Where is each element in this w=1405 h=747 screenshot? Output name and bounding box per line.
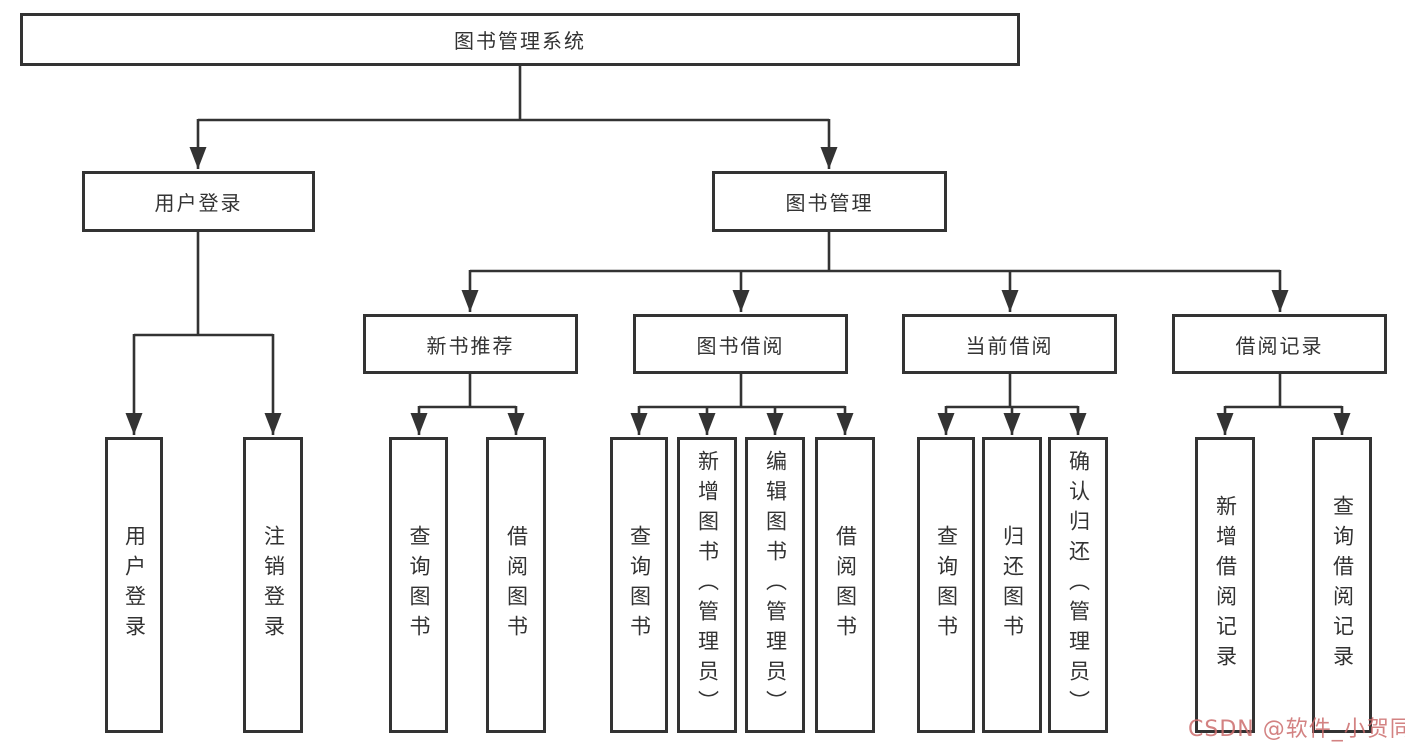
leaf-bb-add-books-admin-label: 新增图书（管理员） [695,450,720,720]
node-root-label: 图书管理系统 [454,29,586,53]
leaf-bb-add-books-admin: 新增图书（管理员） [677,437,737,733]
connector-userlogin-to-leaves [125,230,282,435]
node-borrow-records-label: 借阅记录 [1235,333,1324,358]
leaf-br-query-record-label: 查询借阅记录 [1330,495,1355,675]
leaf-user-login: 用户登录 [105,437,163,733]
node-new-book-recommendation-label: 新书推荐 [426,333,515,358]
leaf-bb-query-books: 查询图书 [610,437,668,733]
leaf-br-add-record: 新增借阅记录 [1195,437,1255,733]
leaf-cb-confirm-return-admin-label: 确认归还（管理员） [1066,450,1091,720]
leaf-bb-borrow-books: 借阅图书 [815,437,875,733]
leaf-bb-borrow-books-label: 借阅图书 [833,525,858,645]
connector-records-to-leaves [1216,372,1351,435]
leaf-cb-return-books-label: 归还图书 [1000,525,1025,645]
connector-borrowing-to-leaves [630,372,854,435]
leaf-cb-return-books: 归还图书 [982,437,1042,733]
leaf-logout-label: 注销登录 [261,525,286,645]
leaf-cb-query-books: 查询图书 [917,437,975,733]
leaf-br-add-record-label: 新增借阅记录 [1213,495,1238,675]
connector-root-to-level2 [189,64,838,169]
leaf-user-login-label: 用户登录 [122,525,147,645]
connector-newbook-to-leaves [410,372,525,435]
node-borrow-records: 借阅记录 [1172,314,1387,374]
leaf-cb-query-books-label: 查询图书 [934,525,959,645]
leaf-logout: 注销登录 [243,437,303,733]
node-new-book-recommendation: 新书推荐 [363,314,578,374]
leaf-nbr-borrow-books: 借阅图书 [486,437,546,733]
leaf-bb-edit-books-admin-label: 编辑图书（管理员） [763,450,788,720]
node-root: 图书管理系统 [20,13,1020,66]
connector-current-to-leaves [937,372,1087,435]
leaf-nbr-query-books: 查询图书 [389,437,448,733]
node-book-management: 图书管理 [712,171,947,232]
node-book-management-label: 图书管理 [785,191,874,215]
leaf-cb-confirm-return-admin: 确认归还（管理员） [1048,437,1108,733]
node-book-borrowing-label: 图书借阅 [696,333,785,358]
node-book-borrowing: 图书借阅 [633,314,848,374]
leaf-bb-query-books-label: 查询图书 [627,525,652,645]
node-current-borrowing-label: 当前借阅 [965,333,1054,358]
connector-bookmgmt-to-level3 [461,230,1289,312]
node-user-login: 用户登录 [82,171,315,232]
watermark: CSDN @软件_小贺同学 [1188,717,1405,742]
leaf-nbr-query-books-label: 查询图书 [407,525,431,645]
leaf-bb-edit-books-admin: 编辑图书（管理员） [745,437,805,733]
node-user-login-label: 用户登录 [154,191,243,215]
leaf-nbr-borrow-books-label: 借阅图书 [504,525,529,645]
leaf-br-query-record: 查询借阅记录 [1312,437,1372,733]
node-current-borrowing: 当前借阅 [902,314,1117,374]
